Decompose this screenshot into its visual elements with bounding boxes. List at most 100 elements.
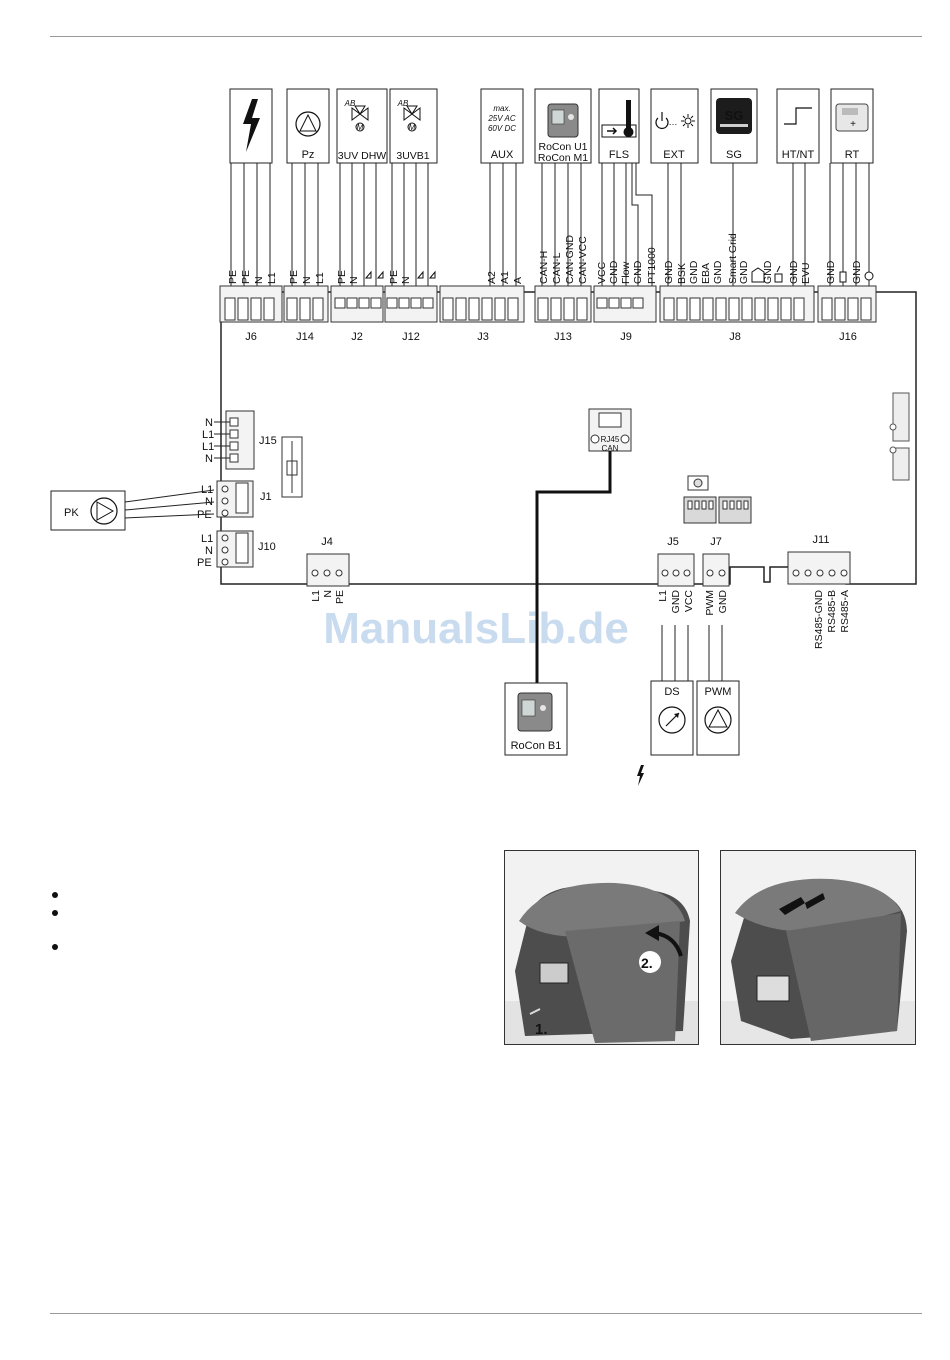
watermark: ManualsLib.de (323, 604, 629, 653)
device-sg: SG SG (710, 88, 758, 164)
j4-label: J4 (321, 536, 333, 548)
dip-switches (683, 475, 752, 524)
j15-label: J15 (259, 435, 277, 447)
svg-text:RS485-B: RS485-B (826, 590, 838, 633)
j10-label: J10 (258, 541, 276, 553)
valve-icon (351, 105, 369, 121)
connector-j4: J4 (306, 536, 350, 587)
signal-icon (864, 271, 874, 281)
fls-label: FLS (609, 149, 629, 161)
bullet-2 (52, 910, 58, 916)
flag-icon (364, 270, 384, 279)
svg-text:L1: L1 (201, 533, 213, 545)
svg-text:VCC: VCC (683, 590, 695, 613)
svg-text:A2: A2 (486, 271, 498, 284)
wiring-diagram: Pz AB M 3UV DHW AB M 3UVB1 max. 25V AC 6… (50, 88, 917, 786)
svg-text:A: A (512, 277, 524, 284)
svg-text:EBA: EBA (700, 263, 712, 284)
svg-text:GND: GND (670, 590, 682, 614)
bullet-1 (52, 892, 58, 898)
j16-label: J16 (839, 331, 857, 343)
step-1-label: 1. (535, 1021, 548, 1038)
controller-icon (517, 692, 553, 732)
power-sun-icon: … (655, 112, 695, 129)
svg-text:PE: PE (240, 270, 252, 284)
svg-text:SG: SG (725, 108, 744, 123)
terminal-pins-top (224, 297, 872, 321)
lower-wires (661, 625, 723, 690)
svg-text:L1: L1 (314, 272, 326, 284)
footer-rule (50, 1313, 922, 1314)
photo-remove-cover-step1: 1. 2. (504, 850, 699, 1045)
svg-text:CAN: CAN (602, 444, 619, 453)
svg-text:PE: PE (288, 270, 300, 284)
j9-label: J9 (620, 331, 632, 343)
svg-text:N: N (348, 276, 360, 284)
pump-icon (704, 706, 732, 734)
svg-text:M: M (409, 123, 416, 132)
upper-pin-labels: PE PE N L1 PE N L1 PE N PE N A2 A1 A CAN… (227, 233, 874, 284)
device-ds-sensor: DS (650, 680, 694, 756)
svg-text:CAN-GND: CAN-GND (564, 235, 576, 284)
device-rocon-u1: RoCon U1 RoCon M1 (534, 88, 592, 164)
svg-text:CAN-L: CAN-L (551, 252, 563, 284)
ht-nt-label: HT/NT (782, 149, 815, 161)
svg-text:RS485-GND: RS485-GND (813, 590, 825, 649)
j6-label: J6 (245, 331, 257, 343)
3uvb1-label: 3UVB1 (396, 150, 429, 162)
svg-text:L1: L1 (266, 272, 278, 284)
arrow-left-icon (779, 893, 825, 915)
device-ext: … EXT (650, 88, 699, 164)
svg-text:Flow: Flow (620, 261, 632, 284)
svg-text:AB: AB (344, 99, 356, 108)
svg-text:AB: AB (397, 99, 409, 108)
j1-label: J1 (260, 491, 272, 503)
connector-j11: J11 (787, 534, 851, 585)
svg-text:N: N (400, 276, 412, 284)
device-pump-pz: Pz (286, 88, 330, 164)
signal-icon (839, 271, 847, 283)
bullet-3 (52, 944, 58, 950)
svg-text:RJ45: RJ45 (601, 435, 620, 444)
svg-text:N: N (205, 417, 213, 429)
svg-text:PE: PE (336, 270, 348, 284)
j11-label: J11 (813, 534, 830, 546)
device-rt: + RT (830, 88, 874, 164)
device-3uv-dhw: AB M 3UV DHW (336, 88, 388, 164)
sensor-icon (751, 267, 765, 283)
svg-text:GND: GND (663, 260, 675, 284)
svg-text:60V DC: 60V DC (488, 124, 516, 133)
svg-text:L1: L1 (201, 484, 213, 496)
valve-icon (403, 105, 421, 121)
connector-labels-top: J6 J14 J2 J12 J3 J13 J9 J8 J16 (245, 331, 857, 343)
sg-label: SG (726, 149, 742, 161)
svg-text:PT1000: PT1000 (646, 247, 658, 284)
svg-text:PE: PE (197, 509, 212, 521)
svg-text:EVU: EVU (800, 262, 812, 284)
svg-text:N: N (253, 276, 265, 284)
svg-text:VCC: VCC (596, 261, 608, 284)
svg-text:max.: max. (493, 104, 510, 113)
pwm-label: PWM (705, 686, 732, 698)
pump-icon (295, 111, 321, 137)
gauge-icon (658, 706, 686, 734)
connector-j7: J7 (702, 536, 730, 587)
3uv-dhw-label: 3UV DHW (338, 150, 387, 162)
rt-label: RT (845, 149, 860, 161)
ext-label: EXT (663, 149, 685, 161)
svg-text:A1: A1 (499, 271, 511, 284)
svg-text:GND: GND (851, 260, 863, 284)
svg-text:GND: GND (717, 590, 729, 614)
j13-label: J13 (554, 331, 572, 343)
lightning-icon (637, 765, 644, 786)
svg-text:…: … (669, 117, 678, 127)
svg-text:GND: GND (712, 260, 724, 284)
svg-text:+: + (850, 119, 856, 130)
j7-label: J7 (710, 536, 722, 548)
rocon-u1-label: RoCon U1 (538, 141, 587, 153)
photo-remove-cover-step2 (720, 850, 916, 1045)
svg-text:N: N (205, 453, 213, 465)
lightning-icon (243, 99, 260, 152)
svg-text:CAN-VCC: CAN-VCC (577, 236, 589, 284)
j12-label: J12 (402, 331, 420, 343)
